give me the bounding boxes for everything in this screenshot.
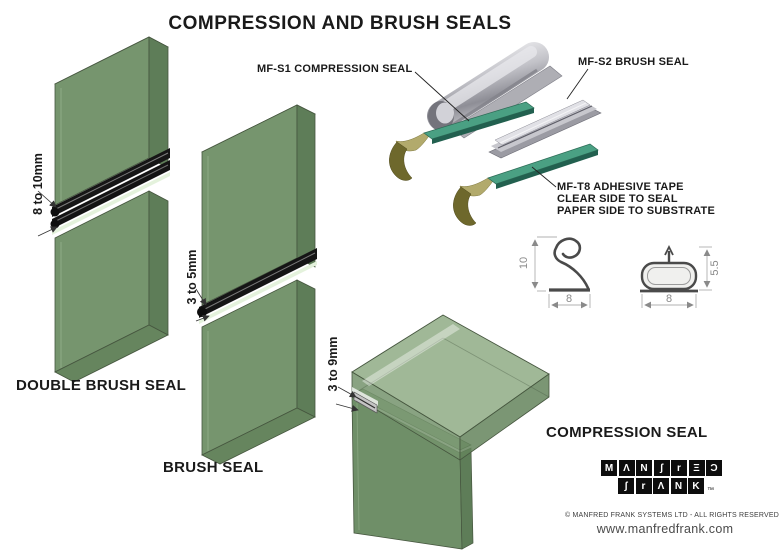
brush-assembly-graphic (195, 104, 317, 465)
website-url: www.manfredfrank.com (596, 522, 734, 536)
logo-letter: r (635, 478, 652, 494)
brush-dimension: 3 to 5mm (185, 249, 199, 305)
logo-letter: ʃ (618, 478, 634, 494)
manfred-logo-row1: M Λ N ʃ r Ξ Ɔ (601, 460, 722, 476)
mf-s2-label: MF-S2 BRUSH SEAL (578, 56, 689, 68)
exploded-view-graphic (389, 42, 602, 226)
double-brush-assembly-graphic (37, 36, 170, 383)
manfred-logo-row2: ʃ r Λ N K (618, 478, 704, 494)
mf-t8-label-line3: PAPER SIDE TO SUBSTRATE (557, 205, 716, 217)
compression-dimension: 3 to 9mm (326, 336, 340, 392)
trademark-symbol: ™ (707, 487, 714, 494)
logo-letter: N (670, 478, 687, 494)
mf-s1-label: MF-S1 COMPRESSION SEAL (257, 63, 413, 75)
compression-assembly-graphic (335, 314, 550, 550)
logo-letter: M (601, 460, 617, 476)
logo-letter: Λ (653, 478, 669, 494)
profile-width-8-right: 8 (665, 293, 673, 305)
profile-height-5-5: 5.5 (709, 260, 721, 276)
mf-t8-label: MF-T8 ADHESIVE TAPE CLEAR SIDE TO SEAL P… (557, 181, 715, 217)
logo-letter: Ɔ (706, 460, 722, 476)
brush-seal-label: BRUSH SEAL (163, 459, 264, 476)
logo-letter: Λ (618, 460, 635, 476)
double-brush-seal-label: DOUBLE BRUSH SEAL (16, 377, 187, 394)
profile-height-10: 10 (518, 256, 530, 270)
copyright-line: © MANFRED FRANK SYSTEMS LTD - ALL RIGHTS… (565, 512, 779, 519)
page-title: COMPRESSION AND BRUSH SEALS (168, 13, 512, 34)
logo-letter: ʃ (653, 460, 670, 476)
mf-t8-label-line2: CLEAR SIDE TO SEAL (557, 193, 678, 205)
compression-seal-label: COMPRESSION SEAL (546, 424, 708, 441)
logo-letter: K (688, 478, 704, 494)
logo-letter: Ξ (688, 460, 705, 476)
cross-section-drawings (531, 236, 712, 309)
double-brush-dimension: 8 to 10mm (31, 153, 45, 215)
logo-letter: r (671, 460, 687, 476)
logo-letter: N (636, 460, 652, 476)
profile-width-8-left: 8 (565, 293, 573, 305)
mf-t8-label-line1: MF-T8 ADHESIVE TAPE (557, 181, 684, 193)
copyright-symbol: © (565, 512, 571, 519)
copyright-text: MANFRED FRANK SYSTEMS LTD - ALL RIGHTS R… (572, 512, 779, 519)
